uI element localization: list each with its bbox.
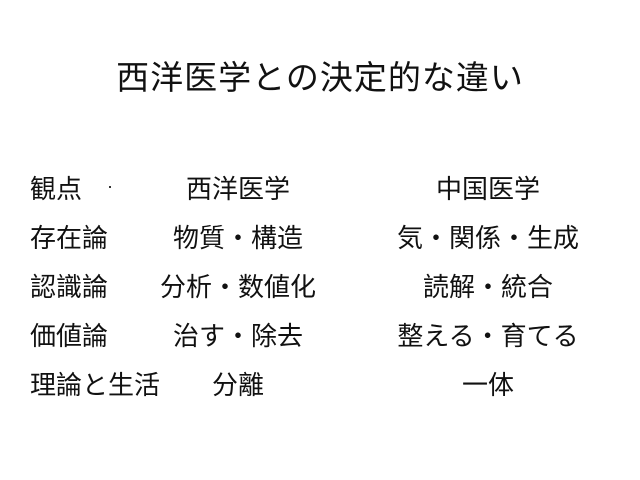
comparison-row-ontology: 存在論 物質・構造 気・関係・生成 xyxy=(0,219,640,259)
comparison-row-axiology: 価値論 治す・除去 整える・育てる xyxy=(0,317,640,357)
row-label: 価値論 xyxy=(30,322,109,352)
row-western-value: 分離 xyxy=(211,371,264,401)
row-western-value: 分析・数値化 xyxy=(159,273,316,303)
comparison-row-theory-and-life: 理論と生活 分離 一体 xyxy=(0,366,640,406)
row-chinese-value: 気・関係・生成 xyxy=(396,224,579,254)
comparison-row-epistemology: 認識論 分析・数値化 読解・統合 xyxy=(0,268,640,308)
row-label: 理論と生活 xyxy=(30,371,161,401)
header-chinese-medicine: 中国医学 xyxy=(435,175,540,205)
row-label: 存在論 xyxy=(30,224,109,254)
row-label: 認識論 xyxy=(30,273,109,303)
row-chinese-value: 整える・育てる xyxy=(397,322,579,352)
header-label-viewpoint: 観点 xyxy=(30,175,83,205)
row-chinese-value: 読解・統合 xyxy=(422,273,553,303)
row-western-value: 治す・除去 xyxy=(172,322,303,352)
stray-dot-mark xyxy=(109,186,111,188)
slide-title: 西洋医学との決定的な違い xyxy=(116,58,524,97)
row-western-value: 物質・構造 xyxy=(172,224,303,254)
comparison-header-row: 観点 西洋医学 中国医学 xyxy=(0,170,640,210)
header-western-medicine: 西洋医学 xyxy=(185,175,290,205)
row-chinese-value: 一体 xyxy=(461,371,514,401)
